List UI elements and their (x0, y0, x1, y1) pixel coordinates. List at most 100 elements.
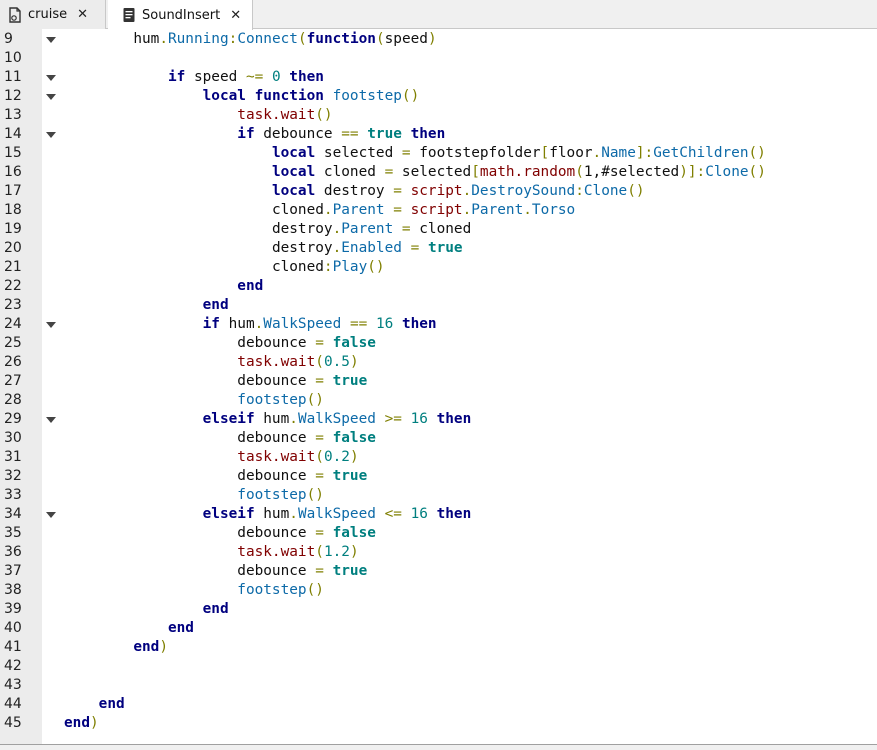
token-text (428, 411, 437, 427)
fold-arrow-icon[interactable] (46, 94, 56, 100)
token-number: 0.2 (323, 449, 350, 465)
token-keyword: elseif (202, 506, 255, 522)
fold-arrow-icon[interactable] (46, 512, 56, 518)
line-gutter (0, 29, 58, 744)
code-line[interactable]: 24 if hum.WalkSpeed == 16 then (0, 315, 877, 334)
token-identifier-property: WalkSpeed (263, 316, 342, 332)
code-line[interactable]: 31 task.wait(0.2) (0, 448, 877, 467)
token-text: speed (185, 69, 246, 85)
code-line[interactable]: 11 if speed ~= 0 then (0, 68, 877, 87)
line-number: 12 (4, 88, 22, 104)
code-text: local destroy = script.DestroySound:Clon… (64, 182, 645, 201)
token-text (428, 506, 437, 522)
token-identifier-property: Play (332, 259, 368, 275)
tab-soundinsert[interactable]: SoundInsert ✕ (108, 0, 253, 30)
document-icon (123, 8, 135, 22)
code-line[interactable]: 32 debounce = true (0, 467, 877, 486)
line-number: 22 (4, 278, 22, 294)
fold-arrow-icon[interactable] (46, 417, 56, 423)
token-text (324, 88, 333, 104)
code-line[interactable]: 25 debounce = false (0, 334, 877, 353)
token-identifier-property: footstep (237, 582, 307, 598)
tab-label: cruise (28, 7, 68, 22)
token-text (367, 316, 376, 332)
token-text (64, 544, 237, 560)
code-line[interactable]: 12 local function footstep() (0, 87, 877, 106)
code-text: destroy.Enabled = true (64, 239, 463, 258)
token-text (64, 582, 237, 598)
token-keyword: end (167, 620, 194, 636)
code-line[interactable]: 17 local destroy = script.DestroySound:C… (0, 182, 877, 201)
token-text (64, 259, 272, 275)
code-line[interactable]: 33 footstep() (0, 486, 877, 505)
code-line[interactable]: 21 cloned:Play() (0, 258, 877, 277)
code-line[interactable]: 20 destroy.Enabled = true (0, 239, 877, 258)
line-number: 39 (4, 601, 22, 617)
code-line[interactable]: 26 task.wait(0.5) (0, 353, 877, 372)
code-text: footstep() (64, 391, 324, 410)
token-number: 0 (271, 69, 281, 85)
code-text: debounce = false (64, 334, 376, 353)
code-line[interactable]: 13 task.wait() (0, 106, 877, 125)
close-icon[interactable]: ✕ (77, 7, 89, 22)
token-text: debounce (254, 126, 342, 142)
code-line[interactable]: 38 footstep() (0, 581, 877, 600)
token-builtin: task.wait (237, 544, 316, 560)
code-line[interactable]: 22 end (0, 277, 877, 296)
token-operator: ( (315, 544, 324, 560)
code-text: cloned.Parent = script.Parent.Torso (64, 201, 575, 220)
code-line[interactable]: 34 elseif hum.WalkSpeed <= 16 then (0, 505, 877, 524)
token-text (402, 202, 411, 218)
code-line[interactable]: 43 (0, 676, 877, 695)
token-operator: = (401, 221, 411, 237)
token-text (64, 107, 237, 123)
code-line[interactable]: 35 debounce = false (0, 524, 877, 543)
code-line[interactable]: 30 debounce = false (0, 429, 877, 448)
token-identifier-property: WalkSpeed (297, 411, 376, 427)
token-keyword: local (271, 183, 316, 199)
close-icon[interactable]: ✕ (230, 7, 242, 23)
fold-arrow-icon[interactable] (46, 132, 56, 138)
code-text: destroy.Parent = cloned (64, 220, 471, 239)
code-text: elseif hum.WalkSpeed >= 16 then (64, 410, 472, 429)
code-line[interactable]: 42 (0, 657, 877, 676)
token-operator: ) (349, 544, 359, 560)
code-line[interactable]: 14 if debounce == true then (0, 125, 877, 144)
token-identifier-property: Parent (341, 221, 394, 237)
code-line[interactable]: 18 cloned.Parent = script.Parent.Torso (0, 201, 877, 220)
code-line[interactable]: 37 debounce = true (0, 562, 877, 581)
line-number: 37 (4, 563, 22, 579)
code-line[interactable]: 27 debounce = true (0, 372, 877, 391)
token-operator: ~= (245, 69, 264, 85)
token-operator: . (462, 183, 472, 199)
token-operator: ) (159, 639, 168, 655)
fold-arrow-icon[interactable] (46, 37, 56, 43)
code-line[interactable]: 10 (0, 49, 877, 68)
code-line[interactable]: 29 elseif hum.WalkSpeed >= 16 then (0, 410, 877, 429)
code-line[interactable]: 36 task.wait(1.2) (0, 543, 877, 562)
code-line[interactable]: 39 end (0, 600, 877, 619)
token-boolean: false (332, 430, 376, 446)
token-identifier-property: DestroySound (471, 183, 576, 199)
code-line[interactable]: 16 local cloned = selected[math.random(1… (0, 163, 877, 182)
token-operator: == (341, 126, 359, 142)
code-line[interactable]: 28 footstep() (0, 391, 877, 410)
tab-cruise[interactable]: cruise ✕ (0, 0, 106, 29)
token-text (402, 126, 411, 142)
line-number: 33 (4, 487, 22, 503)
code-text: end (64, 296, 229, 315)
code-line[interactable]: 44 end (0, 695, 877, 714)
code-line[interactable]: 40 end (0, 619, 877, 638)
horizontal-scrollbar[interactable] (0, 745, 877, 750)
fold-arrow-icon[interactable] (46, 75, 56, 81)
code-line[interactable]: 41 end) (0, 638, 877, 657)
token-number: 1.2 (323, 544, 350, 560)
code-line[interactable]: 9 hum.Running:Connect(function(speed) (0, 30, 877, 49)
code-line[interactable]: 23 end (0, 296, 877, 315)
code-line[interactable]: 19 destroy.Parent = cloned (0, 220, 877, 239)
code-line[interactable]: 15 local selected = footstepfolder[floor… (0, 144, 877, 163)
fold-arrow-icon[interactable] (46, 322, 56, 328)
token-text (402, 411, 411, 427)
